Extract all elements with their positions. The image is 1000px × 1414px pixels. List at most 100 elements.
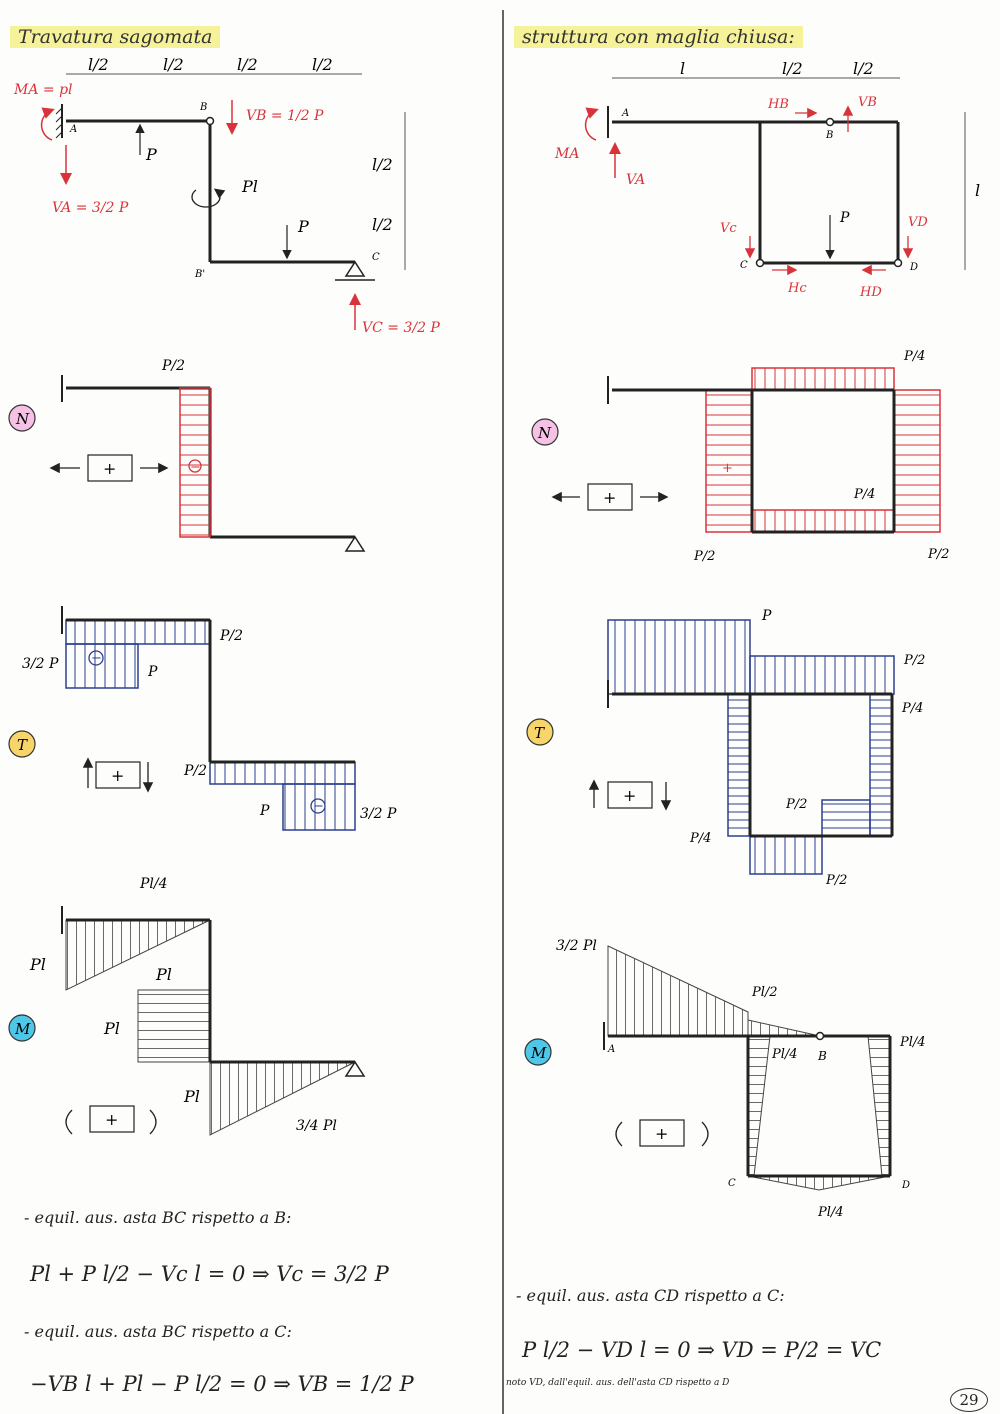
left-m-labels: M Pl/4 Pl Pl Pl Pl 3/4 Pl + <box>14 876 337 1134</box>
right-n-diagram <box>531 367 941 534</box>
right-reaction-ma: MA <box>554 146 579 162</box>
left-structure-labels: l/2 l/2 l/2 l/2 l/2 l/2 A B B' C P P Pl … <box>13 55 440 336</box>
left-node-c: C <box>372 252 380 263</box>
right-structure <box>584 77 966 276</box>
right-span-2: l/2 <box>782 59 803 78</box>
reaction-ma: MA = pl <box>13 82 73 98</box>
right-t-l1: P/4 <box>689 831 711 846</box>
right-t-bot: P/2 <box>825 873 847 888</box>
right-eq-title: - equil. aus. asta CD rispetto a C: <box>516 1286 785 1305</box>
right-structure-labels: l l/2 l/2 l A B C D P MA VA HB VB Vc VD … <box>554 59 980 300</box>
right-reaction-va: VA <box>626 172 645 188</box>
left-n-top: P/2 <box>161 358 185 374</box>
right-t-conv: + <box>623 786 636 805</box>
left-load-p2: P <box>297 217 309 236</box>
left-m-left: Pl <box>29 955 46 974</box>
right-m-bot: Pl/4 <box>817 1205 844 1220</box>
right-m-b: Pl/4 <box>771 1047 798 1062</box>
left-n-sign: − <box>190 460 201 475</box>
left-t-right: 3/2 P <box>360 806 397 822</box>
left-t-sign-2: − <box>313 799 324 814</box>
right-span-3: l/2 <box>853 59 874 78</box>
left-t-top-right: P/2 <box>219 628 243 644</box>
right-n-top: P/4 <box>903 349 925 364</box>
left-span-1: l/2 <box>88 55 109 74</box>
right-reaction-vb: VB <box>858 95 877 110</box>
right-m-left: 3/2 Pl <box>556 938 597 954</box>
left-m-right: 3/4 Pl <box>296 1118 337 1134</box>
right-m-conv: + <box>655 1124 668 1143</box>
left-t-conv: + <box>111 766 124 785</box>
left-side-dim-1: l/2 <box>372 155 393 174</box>
right-m-diagram <box>524 945 892 1191</box>
left-t-labels: T 3/2 P P/2 P P/2 P 3/2 P − − + <box>17 628 397 822</box>
left-n-conv: + <box>103 459 116 478</box>
left-t-sign-1: − <box>91 651 102 666</box>
right-m-labels: M 3/2 Pl Pl/2 Pl/4 B A C D Pl/4 Pl/4 + <box>530 938 926 1220</box>
right-reaction-vd: VD <box>908 215 928 230</box>
left-node-bp: B' <box>194 269 205 280</box>
right-t-inner: P/2 <box>785 797 807 812</box>
right-note: noto VD, dall'equil. aus. dell'asta CD r… <box>506 1378 730 1388</box>
reaction-vb: VB = 1/2 P <box>246 108 324 124</box>
left-t-diagram <box>8 606 356 831</box>
left-eq2-title: - equil. aus. asta BC rispetto a C: <box>24 1322 292 1341</box>
right-m-node-b: B <box>817 1049 827 1063</box>
right-n-bl: P/2 <box>693 549 715 564</box>
left-t-a: P <box>147 664 158 680</box>
right-t-r2: P/4 <box>901 701 923 716</box>
left-t-mid-left: P/2 <box>183 763 207 779</box>
right-m-node-c: C <box>728 1178 736 1189</box>
right-t-badge: T <box>534 724 545 742</box>
right-m-r: Pl/4 <box>899 1035 926 1050</box>
left-eq2: −VB l + Pl − P l/2 = 0 ⇒ VB = 1/2 P <box>30 1372 414 1396</box>
right-reaction-hc: Hc <box>787 281 807 296</box>
left-t-badge: T <box>17 736 28 754</box>
left-m-vert-top: Pl <box>155 965 172 984</box>
left-m-badge: M <box>14 1020 31 1038</box>
left-m-conv: + <box>105 1110 118 1129</box>
right-eq: P l/2 − VD l = 0 ⇒ VD = P/2 = VC <box>522 1338 882 1362</box>
left-span-2: l/2 <box>163 55 184 74</box>
left-n-diagram <box>8 375 366 552</box>
right-m-node-a: A <box>607 1044 615 1055</box>
reaction-va: VA = 3/2 P <box>52 200 129 216</box>
left-m-diagram <box>8 906 366 1136</box>
left-eq1-title: - equil. aus. asta BC rispetto a B: <box>24 1208 292 1227</box>
left-load-moment: Pl <box>241 177 258 196</box>
left-title: Travatura sagomata <box>10 26 221 48</box>
right-m-node-d: D <box>901 1180 910 1191</box>
right-node-d: D <box>909 262 918 273</box>
right-side-dim: l <box>975 181 980 200</box>
right-title: struttura con maglia chiusa: <box>514 26 803 48</box>
page-number: 29 <box>950 1388 988 1412</box>
left-t-left: 3/2 P <box>22 656 59 672</box>
right-t-r1: P/2 <box>903 653 925 668</box>
right-n-sign: + <box>722 461 733 476</box>
right-m-mid: Pl/2 <box>751 985 778 1000</box>
right-n-badge: N <box>537 424 552 442</box>
left-span-4: l/2 <box>312 55 333 74</box>
left-load-p1: P <box>145 145 157 164</box>
left-structure <box>40 73 406 330</box>
right-n-inner: P/4 <box>853 487 875 502</box>
left-n-labels: N P/2 − + <box>15 358 201 478</box>
left-m-vert-left: Pl <box>103 1019 120 1038</box>
left-m-top: Pl/4 <box>139 876 168 892</box>
right-node-c: C <box>740 260 748 271</box>
right-t-diagram <box>526 619 895 875</box>
right-n-br: P/2 <box>927 547 949 562</box>
right-span-1: l <box>680 59 685 78</box>
right-node-a: A <box>621 108 629 119</box>
reaction-vc: VC = 3/2 P <box>362 320 440 336</box>
right-load-p: P <box>839 210 850 226</box>
left-eq1: Pl + P l/2 − Vc l = 0 ⇒ Vc = 3/2 P <box>30 1262 389 1286</box>
right-reaction-vc: Vc <box>720 221 737 236</box>
left-node-b: B <box>199 102 207 113</box>
right-m-badge: M <box>530 1044 547 1062</box>
left-span-3: l/2 <box>237 55 258 74</box>
right-reaction-hd: HD <box>859 285 882 300</box>
right-n-labels: N P/4 P/4 P/2 P/2 + + <box>537 349 949 564</box>
left-side-dim-2: l/2 <box>372 215 393 234</box>
